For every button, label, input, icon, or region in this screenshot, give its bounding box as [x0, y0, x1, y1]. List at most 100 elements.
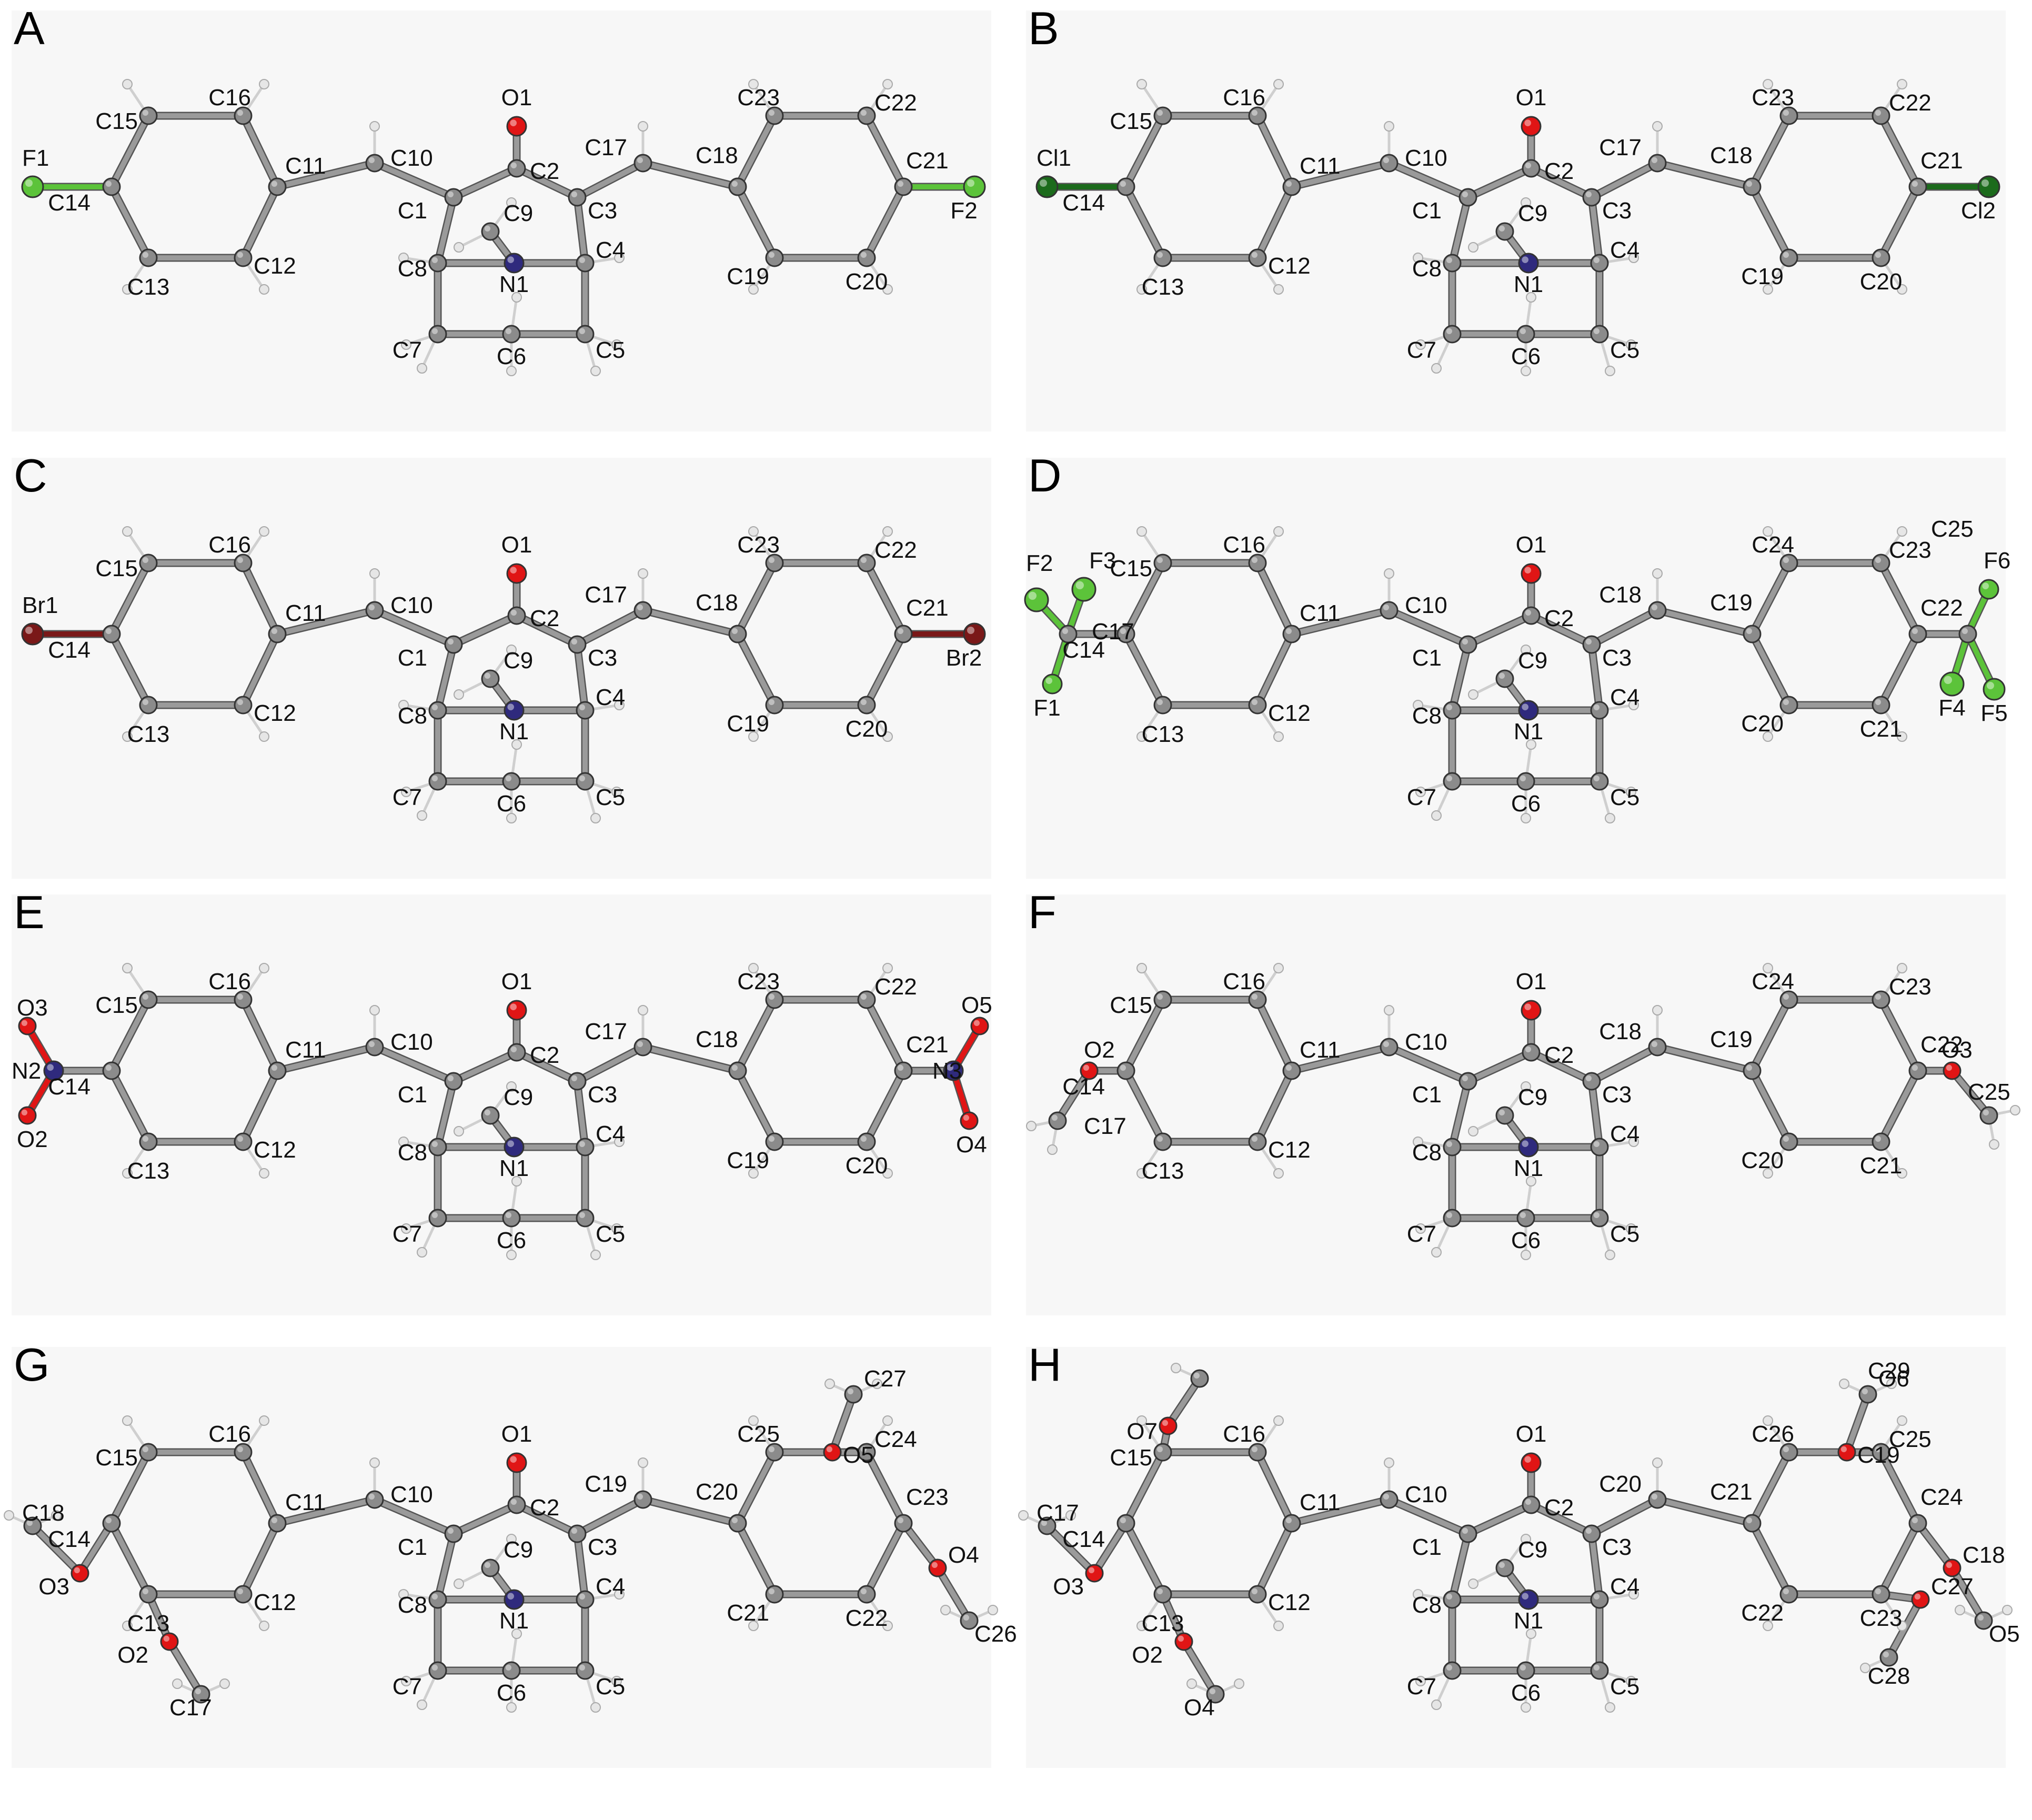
atom-highlight [1914, 1593, 1920, 1600]
hydrogen-atom [1605, 1250, 1615, 1260]
atom-label: C3 [588, 1082, 617, 1108]
atom-label: O4 [948, 1542, 979, 1568]
hydrogen-atom [1860, 1663, 1870, 1673]
atom-highlight [507, 1593, 514, 1600]
atom-highlight [47, 1064, 54, 1071]
atom-highlight [1522, 256, 1528, 264]
atom [1153, 1443, 1172, 1462]
atom-label: O1 [501, 85, 532, 110]
atom [1779, 248, 1798, 267]
atom-label: C4 [1610, 1574, 1639, 1600]
atom-highlight [368, 157, 375, 163]
atom-label: C4 [596, 237, 625, 263]
hydrogen-atom [506, 645, 517, 655]
atom-label: C20 [1741, 1148, 1784, 1173]
atom-highlight [1062, 628, 1068, 634]
atom-label: C2 [530, 606, 559, 631]
atom-highlight [860, 109, 867, 116]
atom [502, 1661, 521, 1680]
hydrogen-atom [369, 1457, 380, 1468]
atom-label: C20 [1599, 1471, 1642, 1497]
atom-highlight [1251, 1446, 1258, 1452]
atom-label: C12 [1268, 253, 1311, 279]
atom-highlight [1156, 252, 1163, 258]
atom-label: O4 [1184, 1695, 1215, 1721]
bond [1749, 997, 1792, 1073]
atom-label: C21 [1920, 148, 1963, 174]
bond [735, 1521, 777, 1597]
atom [1516, 1209, 1535, 1228]
hydrogen-atom [748, 79, 759, 89]
hydrogen-atom [511, 1628, 522, 1639]
hydrogen-atom [1763, 284, 1773, 295]
bond [1181, 1639, 1218, 1697]
panel-letter: A [14, 2, 45, 54]
atom-highlight [1383, 1493, 1389, 1500]
atom-highlight [1912, 1064, 1918, 1071]
atom [1590, 325, 1609, 344]
atom-label: C16 [1223, 85, 1265, 110]
atom [1779, 554, 1798, 572]
atom-label: C14 [48, 637, 90, 663]
atom [1443, 1590, 1462, 1609]
hydrogen-atom [1136, 731, 1147, 742]
atom-highlight [142, 109, 148, 116]
atom-highlight [571, 191, 577, 197]
atom [1174, 1632, 1193, 1651]
atom [857, 248, 876, 267]
atom-highlight [1961, 628, 1968, 634]
bond [240, 631, 280, 708]
atom-label: C1 [1412, 645, 1442, 671]
hydrogen-atom [824, 1379, 835, 1389]
atom-label: C15 [1110, 1445, 1152, 1471]
atom-label: C10 [1405, 1029, 1447, 1055]
atom [1779, 1132, 1798, 1151]
atom-highlight [237, 1135, 243, 1142]
atom-highlight [510, 1456, 517, 1463]
atom-label: C2 [1544, 1495, 1574, 1521]
atom-label: C18 [1963, 1542, 2005, 1568]
bond [1749, 184, 1792, 260]
hydrogen-atom [882, 1415, 893, 1426]
atom-label: C7 [393, 337, 422, 363]
hydrogen-atom [259, 284, 269, 295]
hydrogen-atom [611, 1676, 622, 1686]
atom-highlight [1585, 1527, 1592, 1534]
bond [1844, 1392, 1870, 1455]
atom [234, 1443, 253, 1462]
atom [1590, 254, 1609, 273]
atom-label: C14 [48, 1074, 90, 1100]
hydrogen-atom [1521, 645, 1531, 655]
atom-highlight [579, 1664, 585, 1671]
atom-label: C11 [1300, 600, 1340, 626]
atom [894, 1061, 913, 1080]
hydrogen-atom [882, 731, 893, 742]
hydrogen-atom [454, 242, 464, 253]
panel-letter: H [1028, 1339, 1062, 1391]
atom-highlight [1862, 1388, 1868, 1394]
atom-label: C12 [1268, 1137, 1311, 1163]
atom-label: C18 [22, 1500, 65, 1526]
atom-label: C13 [1142, 721, 1184, 747]
atom-highlight [571, 1075, 577, 1081]
hydrogen-atom [1521, 366, 1531, 376]
atom-label: C19 [1710, 1027, 1753, 1052]
atom-label: C23 [1860, 1605, 1903, 1631]
atom-label: C6 [1511, 1228, 1541, 1253]
atom-label: O5 [1989, 1621, 2020, 1647]
hydrogen-atom [1652, 1005, 1663, 1015]
atom [43, 1060, 64, 1081]
atom-highlight [1462, 191, 1468, 197]
atom-highlight [271, 180, 277, 187]
atom-highlight [1045, 677, 1052, 684]
atom-highlight [826, 1446, 832, 1452]
atom-label: C5 [1610, 1221, 1639, 1247]
bond [1386, 160, 1471, 200]
atom-label: C23 [737, 85, 780, 110]
bonds [1043, 1374, 1988, 1698]
atom [1522, 1495, 1541, 1514]
atom-highlight [1875, 252, 1881, 258]
atom-highlight [142, 699, 148, 705]
atom-label: C23 [737, 969, 780, 994]
